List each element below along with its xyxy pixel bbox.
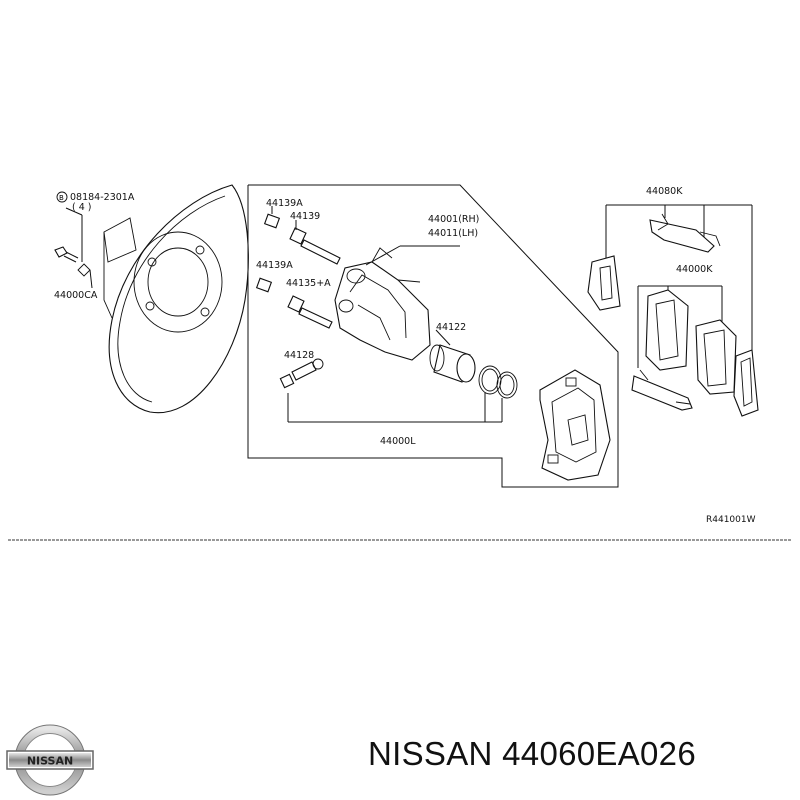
part-number-labels: 08184-2301A ( 4 ) 44000CA 44139A 44139 4… (54, 186, 756, 525)
label-caliper-lh: 44011(LH) (428, 228, 478, 239)
caliper-leader-lines (271, 206, 503, 423)
backing-plate-drawing (103, 184, 249, 414)
svg-text:B: B (59, 194, 64, 202)
caliper-group-frame (247, 184, 619, 488)
label-caliper-assy: 44000L (380, 436, 416, 447)
label-pin-a-1: 44139A (266, 198, 303, 209)
label-pad-kit: 44000K (676, 264, 713, 275)
guide-pin-drawings (255, 213, 341, 329)
label-piston: 44122 (436, 322, 466, 333)
label-drawing-code: R441001W (706, 515, 756, 525)
piston-and-seals-drawing (429, 344, 518, 399)
label-caliper-rh: 44001(RH) (428, 214, 479, 225)
label-bleeder: 44128 (284, 350, 314, 361)
label-bolt-qty: ( 4 ) (72, 202, 92, 213)
label-hardware-kit: 44080K (646, 186, 683, 197)
mounting-bolt-drawing: B (54, 191, 93, 289)
label-bolt-ref: 08184-2301A (70, 192, 135, 203)
nissan-logo-icon: NISSAN (6, 724, 94, 796)
brake-pads-drawing (645, 289, 737, 395)
label-backing-plate: 44000CA (54, 290, 98, 301)
caliper-bracket-drawing (539, 369, 611, 481)
anti-rattle-clips-drawing (587, 213, 759, 417)
label-pin-1: 44139 (290, 211, 320, 222)
part-caption: NISSAN 44060EA026 (368, 735, 696, 772)
bleeder-screw-drawing (279, 358, 324, 389)
logo-text: NISSAN (27, 755, 73, 768)
label-pin-a-2: 44139A (256, 260, 293, 271)
caliper-body-drawing (334, 245, 460, 361)
label-pin-kit: 44135+A (286, 278, 331, 289)
